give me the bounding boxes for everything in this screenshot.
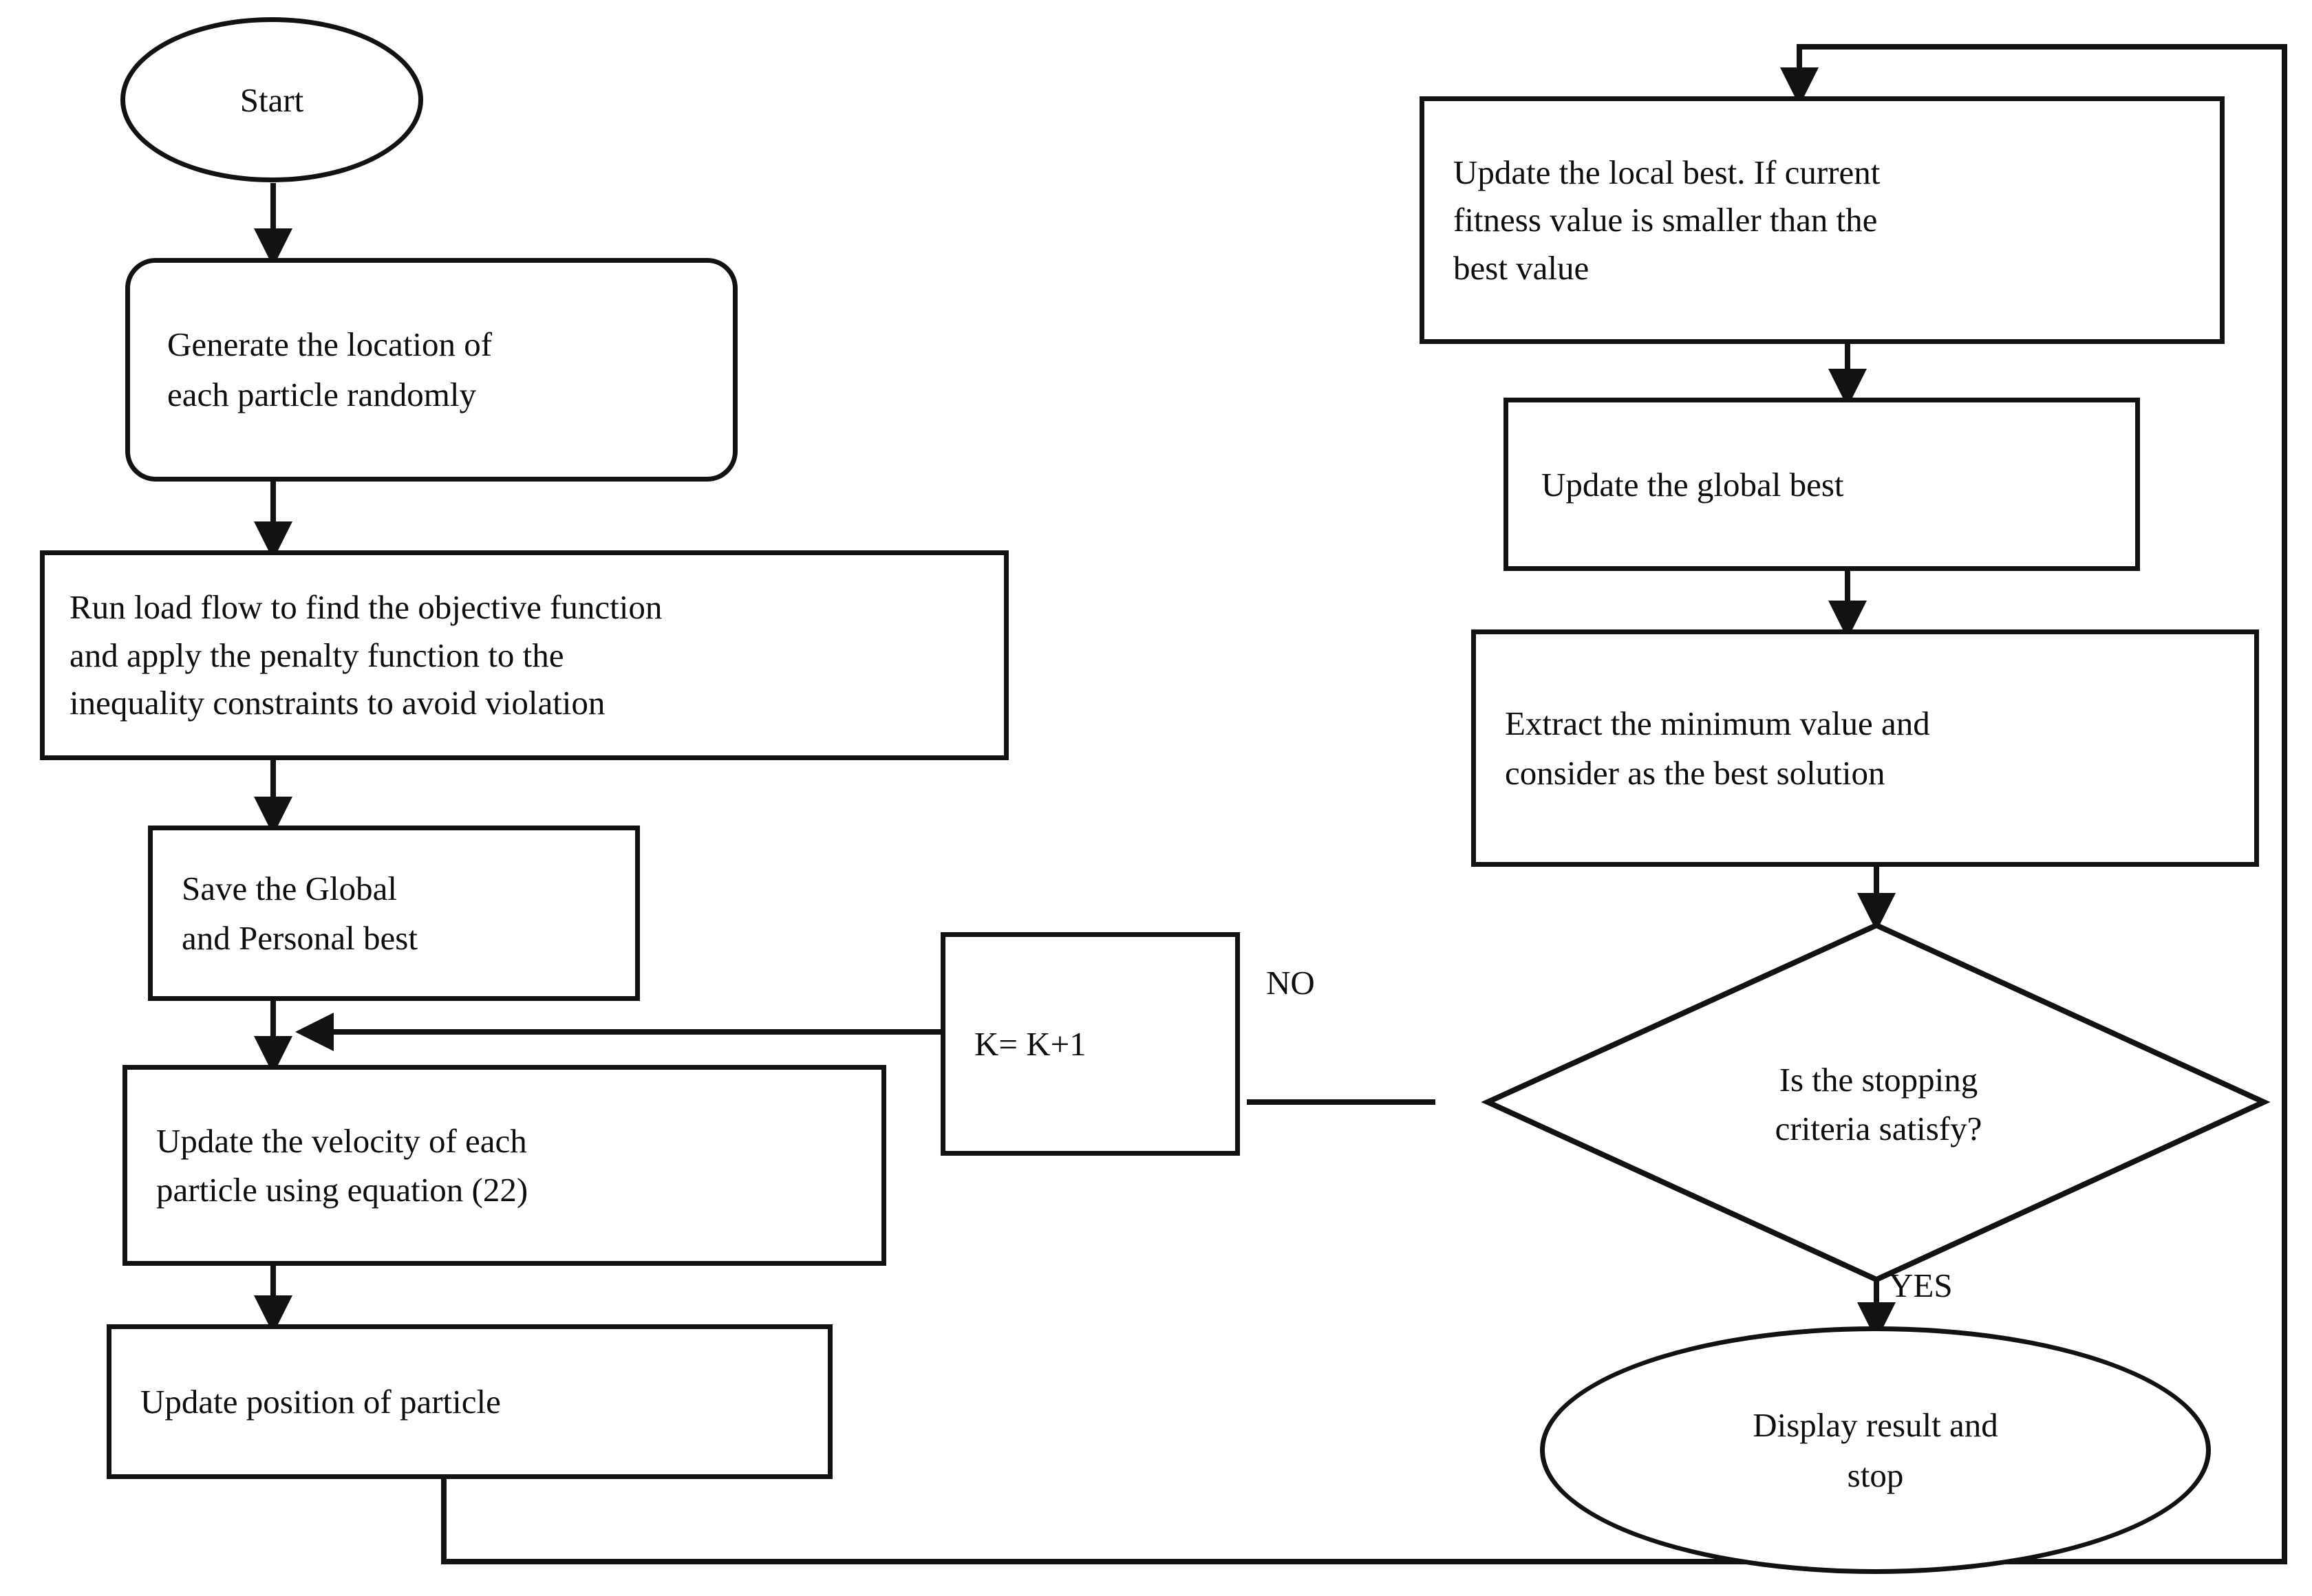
node-update-global-best[interactable]: Update the global best [1503, 398, 2140, 571]
node-update-local-best-label: Update the local best. If current fitnes… [1453, 153, 1881, 287]
node-update-global-best-label: Update the global best [1541, 465, 1844, 504]
node-save-best[interactable]: Save the Global and Personal best [148, 826, 640, 1001]
node-update-position[interactable]: Update position of particle [107, 1324, 833, 1479]
node-generate-location-label: Generate the location of each particle r… [167, 325, 493, 413]
node-generate-location[interactable]: Generate the location of each particle r… [125, 258, 738, 482]
node-display-result[interactable]: Display result and stop [1540, 1326, 2211, 1574]
node-display-result-label: Display result and stop [1753, 1405, 1998, 1495]
node-run-load-flow[interactable]: Run load flow to find the objective func… [40, 550, 1009, 760]
node-update-velocity-label: Update the velocity of each particle usi… [156, 1121, 528, 1209]
node-start[interactable]: Start [120, 17, 423, 182]
node-stopping-criteria-label: Is the stopping criteria satisfy? [1775, 1060, 1982, 1147]
edge-label-yes: YES [1889, 1266, 1953, 1304]
node-increment-k[interactable]: K= K+1 [941, 932, 1240, 1156]
node-stopping-criteria[interactable]: Is the stopping criteria satisfy? [1603, 1018, 2154, 1190]
node-update-position-label: Update position of particle [140, 1383, 501, 1421]
node-start-label: Start [239, 80, 304, 119]
node-update-local-best[interactable]: Update the local best. If current fitnes… [1420, 96, 2225, 344]
node-update-velocity[interactable]: Update the velocity of each particle usi… [122, 1065, 886, 1266]
node-save-best-label: Save the Global and Personal best [182, 870, 418, 957]
node-extract-minimum[interactable]: Extract the minimum value and consider a… [1471, 629, 2259, 867]
node-extract-minimum-label: Extract the minimum value and consider a… [1505, 704, 1930, 792]
node-run-load-flow-label: Run load flow to find the objective func… [69, 588, 663, 722]
edge-label-no: NO [1266, 964, 1315, 1002]
node-increment-k-label: K= K+1 [974, 1025, 1087, 1063]
